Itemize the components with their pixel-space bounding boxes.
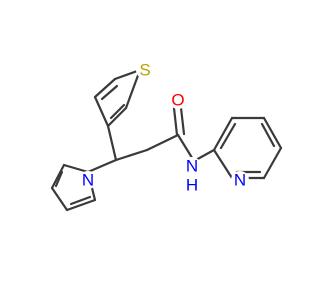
bond	[262, 146, 283, 180]
bond	[176, 133, 196, 163]
bond	[262, 116, 283, 150]
bond-double	[54, 170, 64, 188]
bond-double	[100, 84, 119, 101]
bond	[86, 158, 118, 174]
atom-sulfur: S	[136, 61, 154, 80]
atom-pyridine-nitrogen: N	[231, 171, 249, 190]
structure-diagram: S O N N H N	[50, 61, 283, 212]
bond	[145, 133, 180, 152]
atom-oxygen: O	[169, 91, 187, 110]
bond-carbonyl	[179, 106, 186, 136]
bond	[62, 163, 90, 174]
bond-double	[219, 122, 237, 150]
atom-label-N-amide: N	[186, 157, 198, 176]
bond-double	[109, 103, 126, 120]
bond	[93, 77, 117, 99]
bond	[113, 68, 142, 81]
bond-double	[69, 195, 92, 206]
atom-label-N-pyridine: N	[234, 171, 246, 190]
atom-pyrrole-nitrogen: N	[79, 171, 97, 190]
thiophene-ring	[93, 68, 142, 128]
atom-amide-nitrogen: N H	[183, 157, 201, 195]
bond	[212, 116, 234, 152]
bond-double	[260, 122, 276, 148]
molecule-canvas: S O N N H N	[50, 61, 283, 212]
atom-label-H-amide: H	[186, 176, 198, 195]
bond	[212, 148, 234, 180]
bond	[114, 148, 149, 162]
bond	[65, 198, 97, 212]
atom-label-O: O	[171, 91, 184, 110]
bond	[50, 163, 66, 190]
bond	[124, 68, 142, 110]
atom-label-N-pyrrole: N	[82, 171, 94, 190]
bond	[93, 95, 110, 128]
bond	[50, 186, 69, 212]
atom-label-S: S	[139, 61, 150, 80]
bond-carbonyl	[172, 106, 179, 137]
pyridine-ring	[212, 116, 283, 180]
bond	[106, 124, 118, 162]
bond	[106, 106, 128, 128]
